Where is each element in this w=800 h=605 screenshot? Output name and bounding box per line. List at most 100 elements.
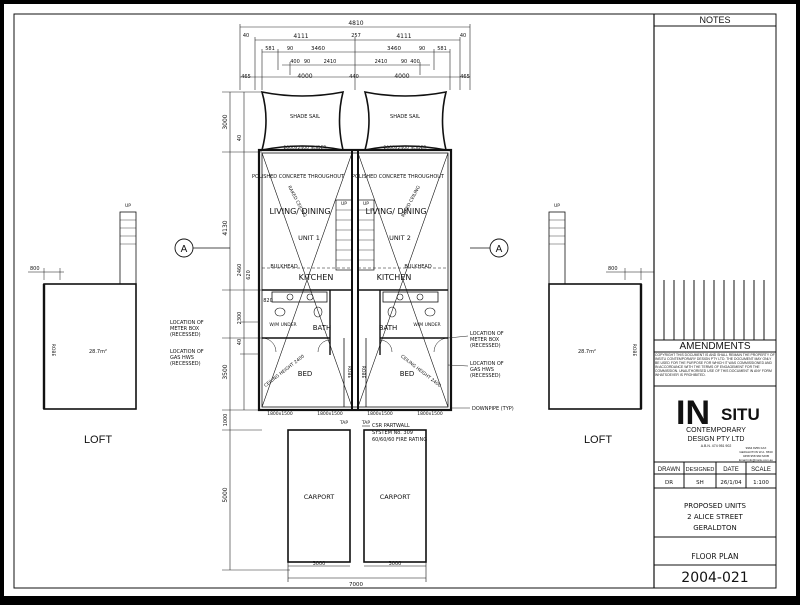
carport-label-right: CARPORT — [380, 493, 411, 501]
dim-inner-right-1: 2410 — [375, 59, 388, 65]
polished-concrete-label-right: POLISHED CONCRETE THROUGHOUT — [352, 174, 445, 180]
bed-label-right: BED — [400, 370, 415, 378]
gas-hws-right-2: GAS HWS — [470, 367, 494, 373]
loft-area-right: 28.7m² — [578, 349, 596, 355]
downpipe-label: DOWNPIPE (TYP) — [472, 406, 514, 412]
shade-sail-label-left: SHADE SAIL — [290, 114, 320, 120]
meter-box-right-3: (RECESSED) — [470, 343, 501, 349]
drawing-title: FLOOR PLAN — [691, 552, 738, 561]
window-size-2: 1800x1500 — [317, 411, 343, 417]
partwall-line-3: 60/60/60 FIRE RATING — [372, 437, 427, 443]
dim-left-11: 820 — [263, 298, 273, 304]
dim-offset-center: 257 — [351, 33, 361, 39]
polished-concrete-label-left: POLISHED CONCRETE THROUGHOUT — [252, 174, 345, 180]
amendments-heading: AMENDMENTS — [679, 341, 750, 352]
living-dining-label-right: LIVING/ DINING — [365, 207, 426, 216]
contact-line-3: 0458 958 960 MOB — [743, 454, 769, 458]
window-size-3: 1800x1500 — [367, 411, 393, 417]
logo-situ: SITU — [721, 405, 760, 424]
meter-box-right-1: LOCATION OF — [470, 331, 504, 337]
dim-slab-left: 4000 — [297, 73, 312, 80]
company-line1: CONTEMPORARY — [686, 427, 746, 434]
unit-building — [257, 148, 453, 412]
dim-overall-width: 4810 — [348, 20, 363, 27]
title-block — [653, 14, 776, 588]
dim-left-2: 40 — [237, 135, 243, 141]
value-date: 26/1/04 — [720, 480, 742, 486]
value-designed: SH — [696, 480, 704, 486]
carport-dim-total: 7000 — [349, 582, 363, 588]
dim-left-5: 2300 — [237, 312, 243, 325]
dim-left-7: 3500 — [222, 364, 229, 379]
loft-dim-right: 800 — [608, 266, 618, 272]
gas-hws-left-1: LOCATION OF — [170, 349, 204, 355]
bath-label-right: BATH — [379, 324, 398, 332]
gas-hws-right-1: LOCATION OF — [470, 361, 504, 367]
window-size-1: 1800x1500 — [267, 411, 293, 417]
partwall-line-1: CSR PARTWALL — [372, 423, 410, 429]
kitchen-label-left: KITCHEN — [299, 273, 334, 282]
dim-inner-left-2: 90 — [304, 59, 310, 65]
tap-label-right: TAP — [361, 420, 370, 426]
living-dining-label-left: LIVING/ DINING — [269, 207, 330, 216]
dim-slab-side-center: 440 — [349, 74, 359, 80]
dim-inner-left-3: 2410 — [324, 59, 337, 65]
dim-left-1: 3000 — [222, 114, 229, 129]
carports — [287, 429, 427, 582]
dim-left-10: 620 — [246, 270, 252, 280]
project-line1: PROPOSED UNITS — [684, 502, 747, 510]
partwall-line-2: SYSTEM No. 309 — [372, 430, 413, 436]
dim-half-width-right: 4111 — [396, 33, 411, 40]
gas-hws-left-2: GAS HWS — [170, 355, 194, 361]
dim-sub-left-2: 90 — [287, 46, 293, 52]
dim-left-8: 1000 — [223, 414, 229, 427]
dim-inner-right-2: 90 — [401, 59, 407, 65]
dim-sub-right-1: 3460 — [387, 46, 401, 52]
value-scale: 1:100 — [753, 480, 769, 486]
dim-offset-right: 40 — [460, 33, 466, 39]
section-marker-right-label: A — [496, 244, 503, 255]
bath-label-left: BATH — [313, 324, 332, 332]
label-designed: DESIGNED — [686, 467, 715, 473]
dim-slab-side-left: 465 — [241, 74, 251, 80]
unit-2-label: UNIT 2 — [389, 234, 411, 242]
contact-line-2: GERALDTON W.A. 6530 — [739, 450, 773, 454]
shade-sail-right — [363, 90, 448, 152]
dim-sub-right-3: 581 — [437, 46, 447, 52]
dim-left-9: 5000 — [222, 487, 229, 502]
contact-line-4: Email info@insitu.com.au — [739, 458, 773, 462]
dim-offset-left: 40 — [243, 33, 249, 39]
project-line3: GERALDTON — [693, 524, 737, 532]
drawing-number: 2004-021 — [681, 570, 748, 586]
left-dimensions — [222, 91, 290, 571]
dim-slab-side-right: 465 — [460, 74, 470, 80]
carport-label-left: CARPORT — [304, 493, 335, 501]
dim-sub-right-2: 90 — [419, 46, 425, 52]
meter-box-right-2: METER BOX — [470, 337, 500, 343]
callout-leaders — [240, 321, 470, 427]
wm-under-label-right: W/M UNDER — [413, 322, 440, 328]
dim-half-width-left: 4111 — [293, 33, 308, 40]
loft-label-right: LOFT — [584, 434, 612, 446]
dim-left-4: 2460 — [237, 264, 243, 277]
carport-dim-right: 3000 — [389, 561, 402, 567]
bed-label-left: BED — [298, 370, 313, 378]
dim-left-3: 4130 — [222, 220, 229, 235]
robe-label-left: ROBE — [346, 366, 352, 379]
company-abn: A.B.N. 474 951 902 — [701, 444, 732, 448]
sheet-border — [13, 13, 777, 589]
shade-sail-label-right: SHADE SAIL — [390, 114, 420, 120]
section-marker-left-label: A — [181, 244, 188, 255]
dim-inner-left-1: 400 — [290, 59, 300, 65]
gas-hws-right-3: (RECESSED) — [470, 373, 501, 379]
dim-slab-right: 4000 — [394, 73, 409, 80]
copyright-note: COPYRIGHT THIS DOCUMENT IS AND SHALL REM… — [655, 353, 775, 377]
loft-up-left: UP — [125, 203, 131, 209]
label-drawn: DRAWN — [658, 467, 680, 473]
logo-in: IN — [676, 394, 710, 432]
label-date: DATE — [723, 467, 739, 473]
loft-dim-left: 800 — [30, 266, 40, 272]
stair-up-label-left: UP — [341, 201, 347, 207]
tap-label-left: TAP — [339, 420, 348, 426]
